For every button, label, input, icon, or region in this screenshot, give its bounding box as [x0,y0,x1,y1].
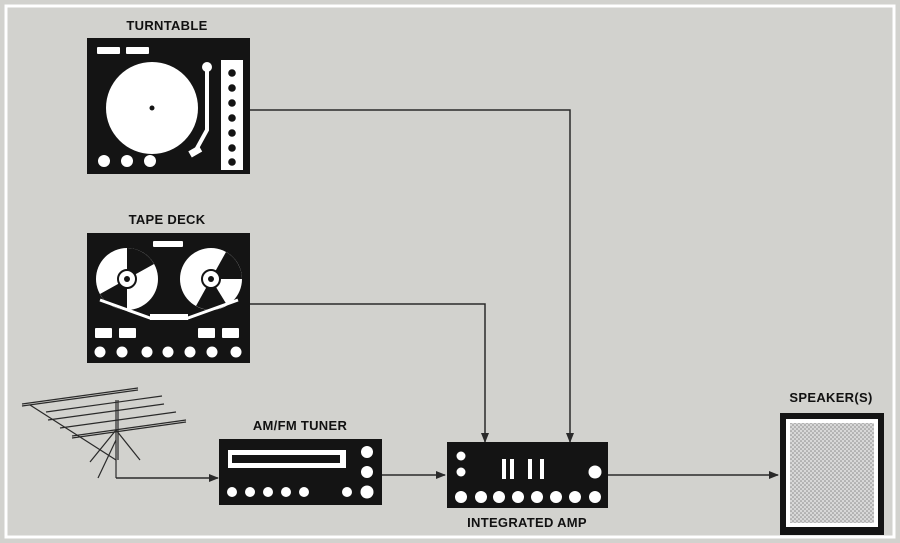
speaker-icon [780,413,884,535]
tape-deck-icon [87,233,250,363]
tape-deck-label: TAPE DECK [129,212,206,227]
tuner-icon [219,439,382,505]
tuner-label: AM/FM TUNER [253,418,348,433]
turntable-label: TURNTABLE [126,18,207,33]
speaker-label: SPEAKER(S) [789,390,872,405]
wire-turntable-to-amp [250,110,570,442]
antenna-icon [22,388,186,478]
turntable-icon [87,38,250,174]
amplifier-icon [447,442,608,508]
amp-label: INTEGRATED AMP [467,515,587,530]
